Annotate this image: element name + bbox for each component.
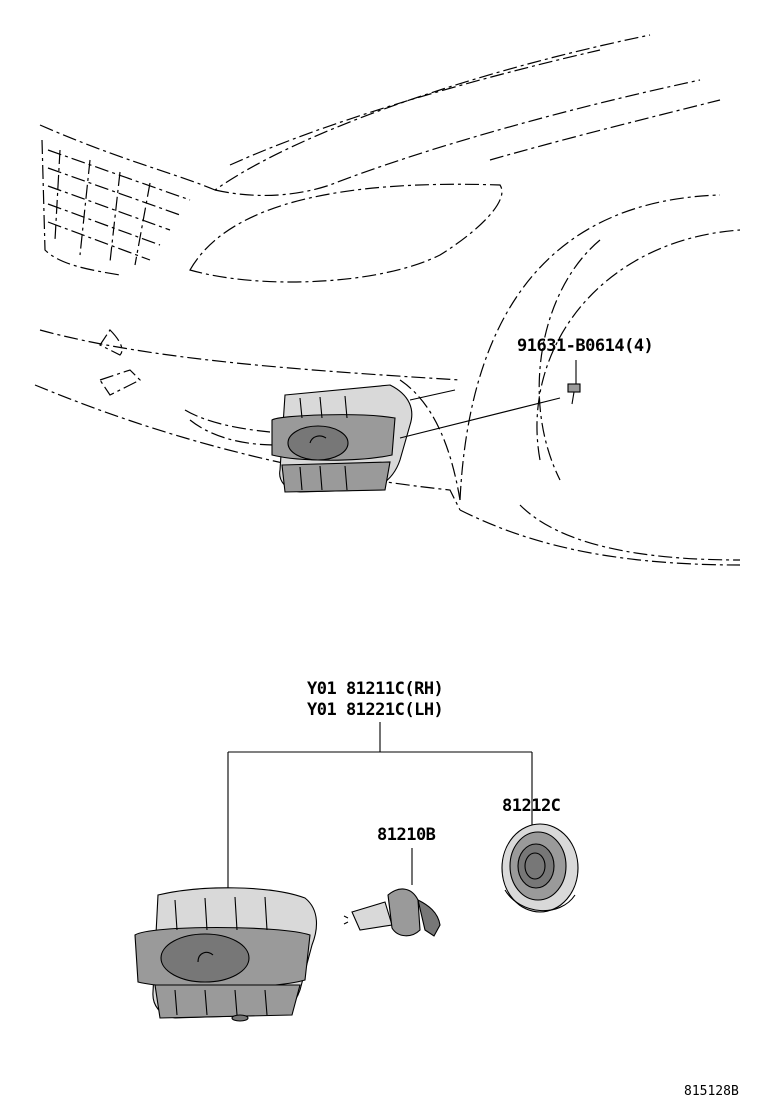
bolt-icon xyxy=(567,360,581,405)
callout-bulb: 81210B xyxy=(377,825,436,845)
callout-bolt: 91631-B0614(4) xyxy=(517,336,654,356)
figure-reference: 815128B xyxy=(684,1084,739,1099)
grille-slats xyxy=(47,149,191,266)
fog-lamp-mounted-icon xyxy=(271,384,413,493)
callout-assembly-rh: Y01 81211C(RH) xyxy=(307,679,444,699)
fog-lamp-assembly-icon xyxy=(134,887,317,1022)
socket-cover-icon xyxy=(501,823,579,913)
callout-assembly-lh: Y01 81221C(LH) xyxy=(307,700,444,720)
bulb-icon xyxy=(343,888,441,937)
callout-socket: 81212C xyxy=(502,796,561,816)
